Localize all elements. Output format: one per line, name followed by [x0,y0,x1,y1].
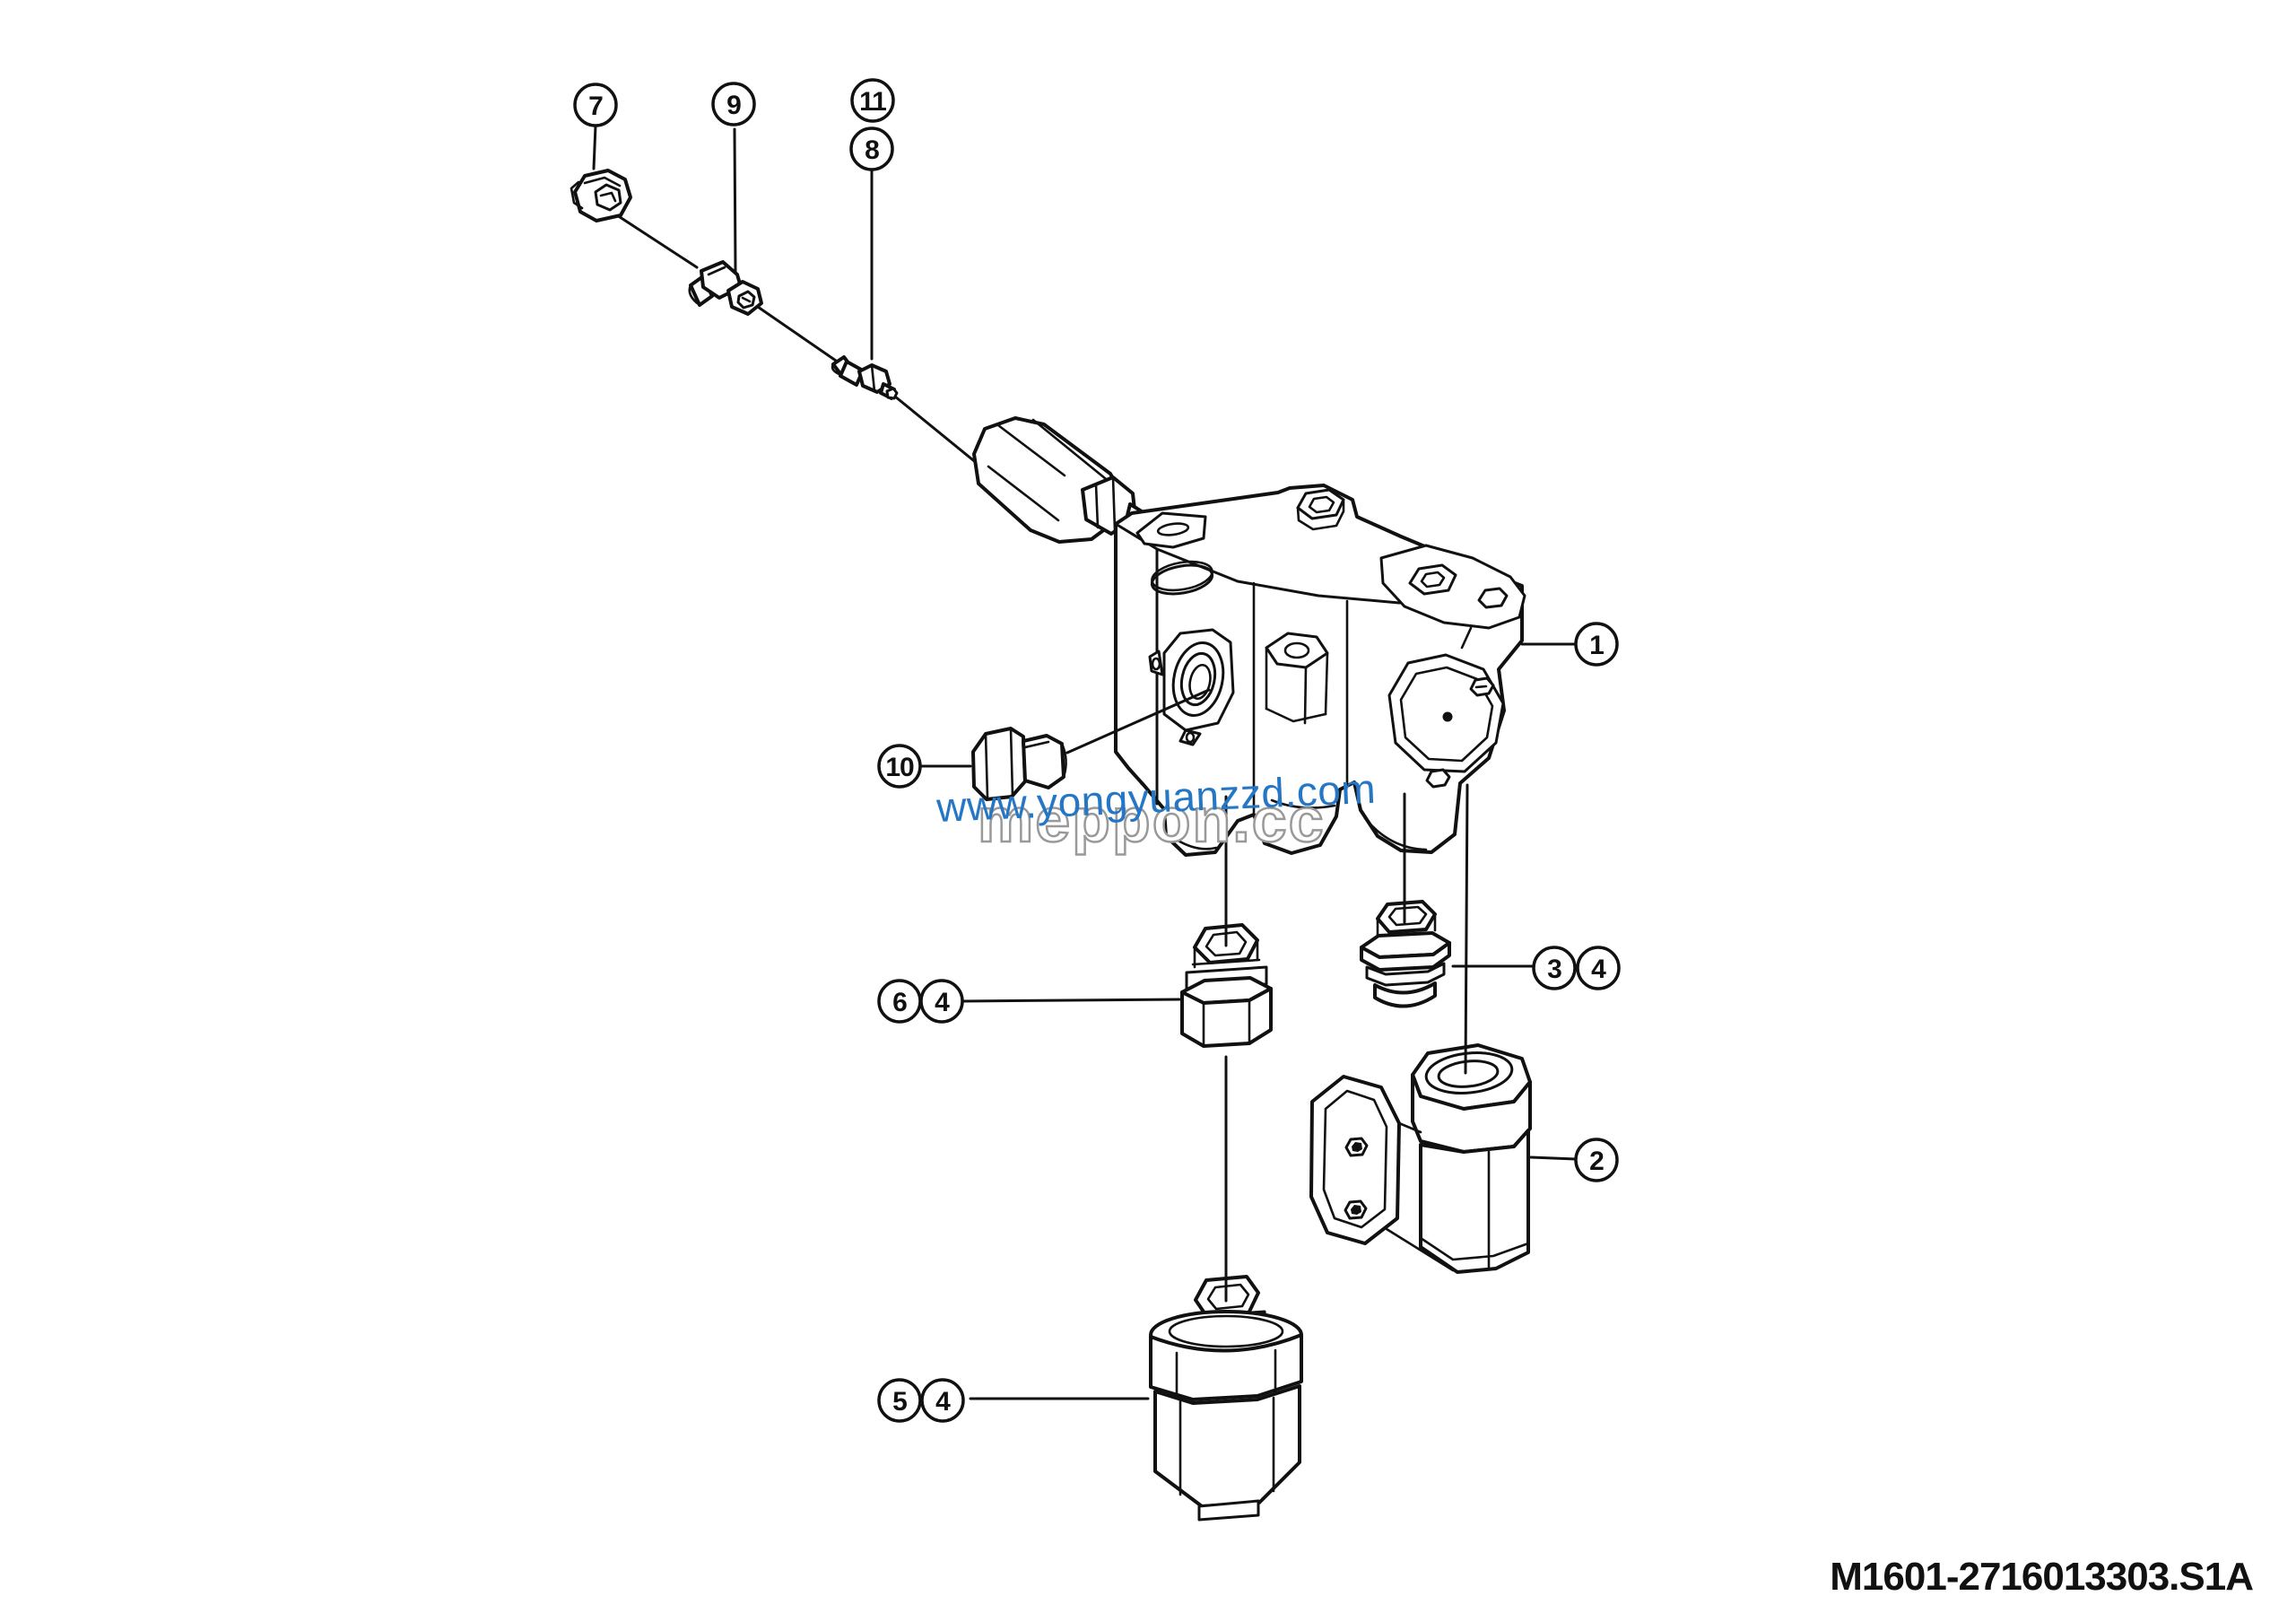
svg-text:10: 10 [885,753,914,782]
callout-3: 3 [1532,946,1577,990]
svg-text:8: 8 [865,135,879,165]
svg-text:4: 4 [1591,955,1606,984]
callout-4a: 4 [919,979,964,1024]
leader-7 [592,124,597,170]
callouts: 7 9 11 8 1 10 6 4 [573,78,1621,1423]
drop-line-2 [1464,783,1469,1075]
part-10-hex-plug [971,727,1067,801]
callout-1: 1 [1574,622,1619,667]
callout-5: 5 [877,1378,922,1423]
svg-text:5: 5 [892,1387,907,1417]
svg-text:4: 4 [935,988,950,1017]
part-8-sensor-fitting [831,355,899,400]
callout-4c: 4 [920,1378,965,1423]
svg-text:6: 6 [892,988,907,1017]
callout-6: 6 [877,979,922,1024]
svg-text:2: 2 [1589,1147,1604,1176]
svg-text:7: 7 [588,92,603,121]
drawing-number: M1601-2716013303.S1A [1830,1555,2253,1599]
connector-lines [592,124,1578,1400]
part-3-nipple-fitting [1360,900,1451,1008]
axis-lines [613,212,979,466]
pointer-line-10 [1065,688,1211,754]
callout-4b: 4 [1576,946,1621,990]
svg-text:11: 11 [859,87,886,117]
part-2-elbow-flange [1309,1043,1532,1274]
callout-7: 7 [573,83,618,127]
part-7-plug-fitting [570,169,632,222]
part-6-adapter-fitting [1180,923,1273,1048]
leader-6-4 [961,998,1181,1003]
svg-text:3: 3 [1547,955,1561,984]
callout-11: 11 [850,78,895,123]
callout-9: 9 [711,82,756,126]
svg-text:9: 9 [726,91,741,120]
callout-10: 10 [877,744,922,789]
valve-body [1114,484,1526,857]
part-9-tee-fitting [688,260,763,316]
watermark-site: meppon.cc [978,785,1326,855]
part-5-coupling [1149,1275,1303,1522]
callout-8: 8 [849,126,894,171]
leader-2 [1529,1155,1578,1161]
svg-text:4: 4 [935,1387,951,1417]
callout-2: 2 [1574,1138,1619,1182]
svg-text:1: 1 [1589,631,1604,660]
